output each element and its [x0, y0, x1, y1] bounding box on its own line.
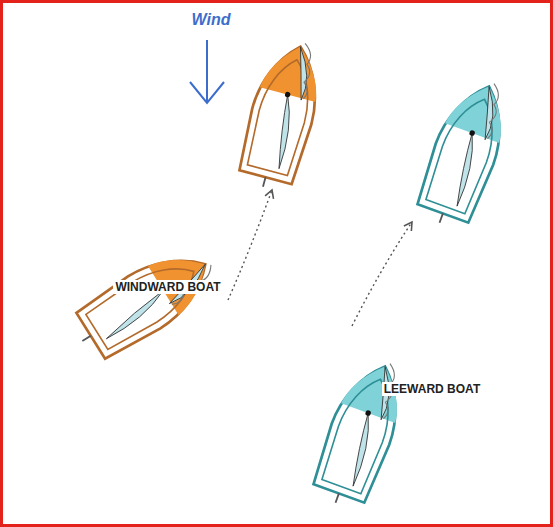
label-holder: WINDWARD BOAT — [113, 280, 222, 294]
boat-label: LEEWARD BOAT — [382, 382, 482, 396]
label-holder: LEEWARD BOAT — [382, 382, 482, 396]
wind-label: Wind — [190, 11, 233, 29]
leeward-boat — [411, 72, 520, 233]
windward-boat — [233, 35, 331, 195]
course-arrow — [352, 222, 412, 326]
wind-arrow — [190, 40, 224, 103]
label-holder: Wind — [190, 11, 233, 29]
leeward-boat — [307, 352, 416, 513]
course-arrow — [228, 190, 272, 300]
boat-label: WINDWARD BOAT — [113, 280, 222, 294]
windward-boat — [66, 236, 225, 367]
